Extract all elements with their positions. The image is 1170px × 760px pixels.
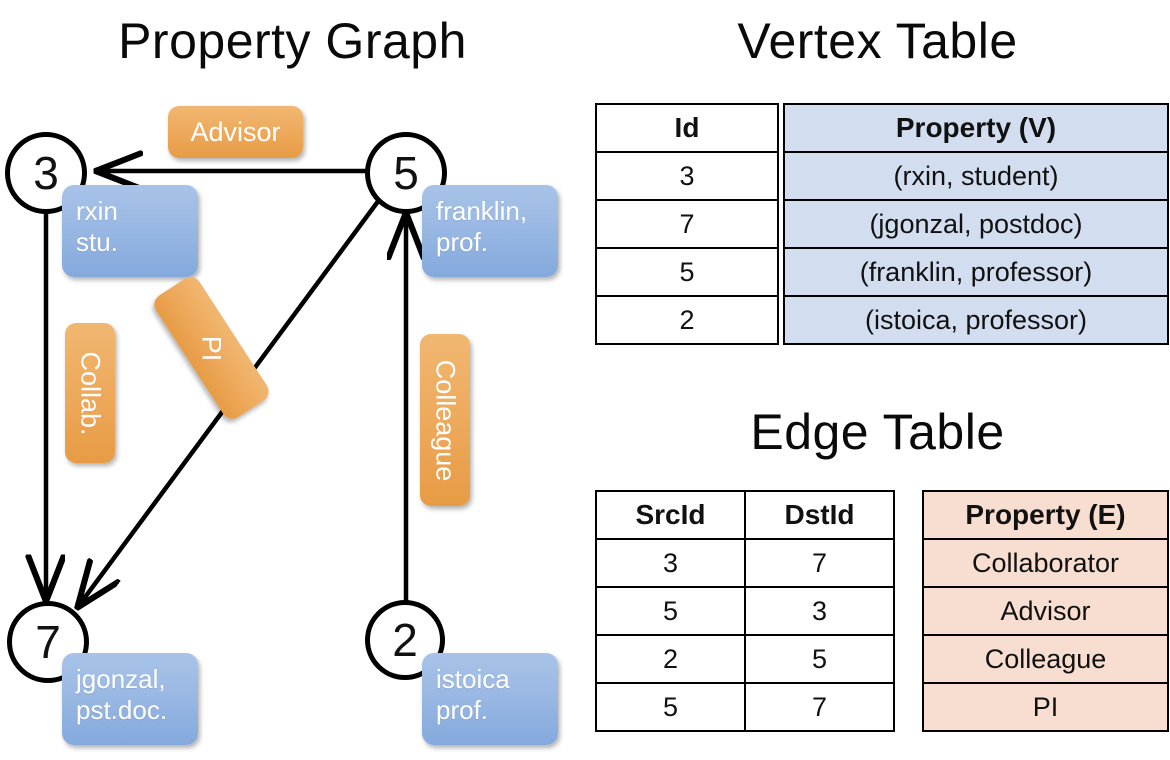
graph-edge-label-colleague-text: Colleague [430, 359, 461, 481]
graph-edge-label-pi-text: PI [196, 335, 227, 361]
graph-node-7-label: 7 [35, 616, 61, 668]
edge-table-cell-srcid: 2 [595, 634, 746, 684]
table-row[interactable]: 2 [595, 295, 779, 345]
vertex-table-header-id: Id [595, 103, 779, 153]
graph-node-2-property-box[interactable]: istoica prof. [422, 653, 558, 745]
vertex-table-cell-id: 5 [595, 247, 779, 297]
edge-table-header-dstid: DstId [744, 490, 895, 540]
vertex-table-cell-property: (franklin, professor) [783, 247, 1169, 297]
vertex-table-header-row: Property (V) [783, 103, 1169, 153]
table-row[interactable]: (istoica, professor) [783, 295, 1169, 345]
vertex-table-cell-id: 7 [595, 199, 779, 249]
edge-table-cell-srcid: 5 [595, 586, 746, 636]
graph-node-5-property-box[interactable]: franklin, prof. [422, 185, 558, 277]
edge-table-cell-property: PI [922, 682, 1169, 732]
graph-edge-label-colleague[interactable]: Colleague [420, 334, 470, 506]
edge-table-src-dst-columns: SrcId DstId 3 7 5 3 2 5 5 7 [595, 490, 895, 732]
property-graph-diagram: 3 5 7 2 rxin stu. franklin, prof. jgonza… [5, 106, 558, 745]
graph-node-3-property-box[interactable]: rxin stu. [62, 185, 198, 277]
graph-node-3-property-line2: stu. [76, 227, 118, 257]
vertex-table-property-column: Property (V) (rxin, student) (jgonzal, p… [783, 103, 1169, 345]
table-row[interactable]: Collaborator [922, 538, 1169, 588]
graph-node-5-property-line1: franklin, [436, 196, 528, 226]
graph-node-5-property-line2: prof. [436, 227, 489, 257]
graph-node-2-property-line1: istoica [436, 664, 510, 694]
edge-table-cell-dstid: 3 [744, 586, 895, 636]
page-title-property-graph: Property Graph [118, 13, 467, 69]
table-row[interactable]: 3 [595, 151, 779, 201]
vertex-table-cell-id: 3 [595, 151, 779, 201]
graph-node-7-property-box[interactable]: jgonzal, pst.doc. [62, 653, 198, 745]
page-title-vertex-table: Vertex Table [737, 13, 1018, 69]
graph-node-3-property-line1: rxin [76, 196, 118, 226]
edge-table-header-row: SrcId DstId [595, 490, 895, 540]
table-row[interactable]: 7 [595, 199, 779, 249]
vertex-table-cell-id: 2 [595, 295, 779, 345]
table-row[interactable]: (jgonzal, postdoc) [783, 199, 1169, 249]
edge-table-cell-srcid: 5 [595, 682, 746, 732]
table-row[interactable]: Colleague [922, 634, 1169, 684]
graph-node-5-label: 5 [393, 147, 419, 199]
graph-node-5[interactable]: 5 [365, 132, 447, 214]
table-row[interactable]: 2 5 [595, 634, 895, 684]
vertex-table-header-property: Property (V) [783, 103, 1169, 153]
edge-table-header-row: Property (E) [922, 490, 1169, 540]
graph-node-2-label: 2 [392, 614, 418, 666]
edge-table-header-property: Property (E) [922, 490, 1169, 540]
table-row[interactable]: (franklin, professor) [783, 247, 1169, 297]
edge-table-cell-property: Colleague [922, 634, 1169, 684]
edge-table-cell-property: Advisor [922, 586, 1169, 636]
graph-node-2-property-line2: prof. [436, 695, 489, 725]
graph-node-3-label: 3 [33, 147, 59, 199]
graph-edge-label-advisor[interactable]: Advisor [168, 106, 303, 158]
table-row[interactable]: 3 7 [595, 538, 895, 588]
edge-table-cell-dstid: 7 [744, 538, 895, 588]
graph-edge-label-collab-text: Collab. [75, 350, 106, 436]
vertex-table-cell-property: (jgonzal, postdoc) [783, 199, 1169, 249]
edge-table-header-srcid: SrcId [595, 490, 746, 540]
vertex-table-header-row: Id [595, 103, 779, 153]
graph-edge-label-advisor-text: Advisor [190, 116, 281, 147]
table-row[interactable]: 5 7 [595, 682, 895, 732]
graph-node-7-property-line2: pst.doc. [76, 695, 168, 725]
page-title-edge-table: Edge Table [750, 404, 1005, 460]
table-row[interactable]: 5 3 [595, 586, 895, 636]
table-row[interactable]: (rxin, student) [783, 151, 1169, 201]
vertex-table-cell-property: (istoica, professor) [783, 295, 1169, 345]
table-row[interactable]: PI [922, 682, 1169, 732]
edge-table-cell-property: Collaborator [922, 538, 1169, 588]
graph-edge-label-collab[interactable]: Collab. [65, 323, 115, 463]
graph-node-2[interactable]: 2 [365, 600, 445, 680]
graph-node-7-property-line1: jgonzal, [76, 664, 166, 694]
table-row[interactable]: 5 [595, 247, 779, 297]
table-row[interactable]: Advisor [922, 586, 1169, 636]
edge-table-cell-srcid: 3 [595, 538, 746, 588]
edge-table-property-column: Property (E) Collaborator Advisor Collea… [922, 490, 1169, 732]
edge-table-cell-dstid: 7 [744, 682, 895, 732]
edge-table-cell-dstid: 5 [744, 634, 895, 684]
vertex-table-cell-property: (rxin, student) [783, 151, 1169, 201]
vertex-table-id-column: Id 3 7 5 2 [595, 103, 779, 345]
